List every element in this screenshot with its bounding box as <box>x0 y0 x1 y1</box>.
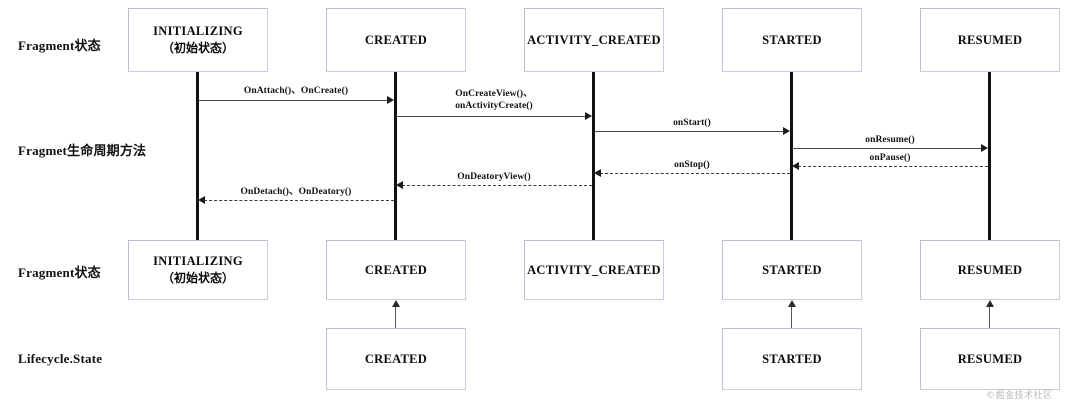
lifeline-started <box>790 72 793 240</box>
arrowhead-up-icon <box>392 300 400 307</box>
arrowhead-left-icon <box>594 169 601 177</box>
state-box-subtitle: （初始状态） <box>161 41 234 56</box>
lifecycle-state-title: STARTED <box>762 351 822 366</box>
state-box-title: ACTIVITY_CREATED <box>527 32 661 47</box>
state-box-title: INITIALIZING <box>153 24 243 39</box>
arrowhead-left-icon <box>396 181 403 189</box>
state-box-bottom-resumed[interactable]: RESUMED <box>920 240 1060 300</box>
message-label-oncreateview-onactivitycreate: OnCreateView()、 onActivityCreate() <box>455 89 533 112</box>
lifecycle-state-title: RESUMED <box>957 351 1023 366</box>
arrowhead-right-icon <box>387 96 394 104</box>
arrowhead-right-icon <box>981 144 988 152</box>
state-box-top-started[interactable]: STARTED <box>722 8 862 72</box>
message-line-onresume <box>792 148 982 149</box>
state-box-bottom-activity-created[interactable]: ACTIVITY_CREATED <box>524 240 664 300</box>
lifeline-initializing <box>196 72 199 240</box>
message-line-ondeatoryview <box>402 185 592 186</box>
state-box-title: RESUMED <box>957 32 1023 47</box>
lifecycle-state-box-created[interactable]: CREATED <box>326 328 466 390</box>
arrowhead-right-icon <box>783 127 790 135</box>
state-box-title: STARTED <box>762 262 822 277</box>
message-label-onstart: onStart() <box>673 118 711 128</box>
arrowhead-left-icon <box>198 196 205 204</box>
state-box-top-activity-created[interactable]: ACTIVITY_CREATED <box>524 8 664 72</box>
message-label-onpause: onPause() <box>869 153 911 163</box>
arrowhead-up-icon <box>986 300 994 307</box>
connector-line-resumed <box>989 307 990 328</box>
lifeline-activity-created <box>592 72 595 240</box>
message-label-onstop: onStop() <box>674 160 710 170</box>
lifeline-created <box>394 72 397 240</box>
state-box-bottom-started[interactable]: STARTED <box>722 240 862 300</box>
state-box-title: RESUMED <box>957 262 1023 277</box>
state-box-title: STARTED <box>762 32 822 47</box>
state-box-top-initializing[interactable]: INITIALIZING （初始状态） <box>128 8 268 72</box>
lifecycle-state-title: CREATED <box>364 351 428 366</box>
message-line-oncreateview-onactivitycreate <box>396 116 586 117</box>
state-box-title: CREATED <box>364 262 428 277</box>
message-label-ondetach-ondeatory: OnDetach()、OnDeatory() <box>240 187 352 197</box>
lifeline-resumed <box>988 72 991 240</box>
connector-line-started <box>791 307 792 328</box>
message-line-onpause <box>798 166 988 167</box>
arrowhead-left-icon <box>792 162 799 170</box>
state-box-bottom-initializing[interactable]: INITIALIZING （初始状态） <box>128 240 268 300</box>
lifecycle-state-box-started[interactable]: STARTED <box>722 328 862 390</box>
state-box-subtitle: （初始状态） <box>161 271 234 286</box>
lifecycle-state-box-resumed[interactable]: RESUMED <box>920 328 1060 390</box>
state-box-title: CREATED <box>364 32 428 47</box>
message-label-ondeatoryview: OnDeatoryView() <box>457 172 531 182</box>
state-box-title: ACTIVITY_CREATED <box>527 262 661 277</box>
row-label-fragment-state-bottom: Fragment状态 <box>18 265 101 280</box>
state-box-top-resumed[interactable]: RESUMED <box>920 8 1060 72</box>
row-label-lifecycle-methods: Fragmet生命周期方法 <box>18 143 147 158</box>
message-line-onstart <box>594 131 784 132</box>
message-label-onresume: onResume() <box>865 135 915 145</box>
message-line-onstop <box>600 173 790 174</box>
state-box-bottom-created[interactable]: CREATED <box>326 240 466 300</box>
row-label-lifecycle-state: Lifecycle.State <box>18 351 103 366</box>
message-line-ondetach-ondeatory <box>204 200 394 201</box>
message-label-onattach-oncreate: OnAttach()、OnCreate() <box>243 86 349 96</box>
state-box-top-created[interactable]: CREATED <box>326 8 466 72</box>
watermark: ©掘金技术社区 <box>986 391 1053 401</box>
message-line-onattach-oncreate <box>198 100 388 101</box>
arrowhead-right-icon <box>585 112 592 120</box>
arrowhead-up-icon <box>788 300 796 307</box>
state-box-title: INITIALIZING <box>153 254 243 269</box>
row-label-fragment-state-top: Fragment状态 <box>18 38 101 53</box>
connector-line-created <box>395 307 396 328</box>
